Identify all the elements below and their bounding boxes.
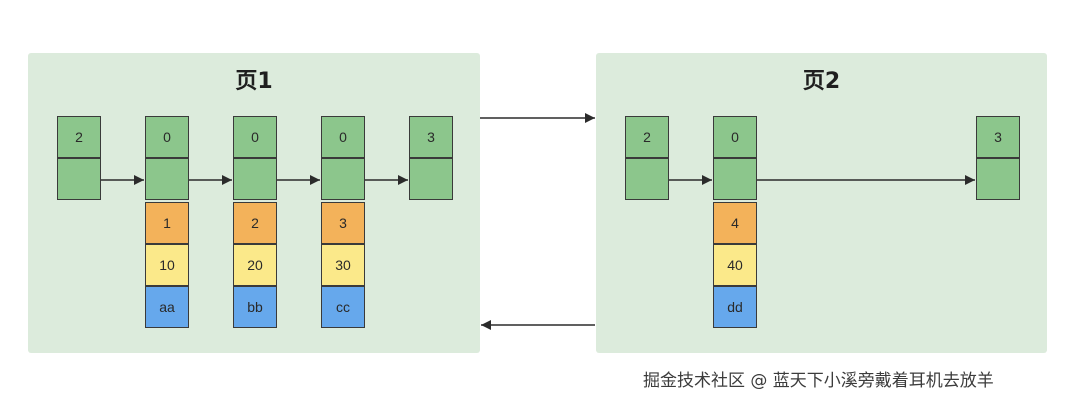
- record-header-cell: 0: [713, 116, 757, 158]
- page-2: 页2: [596, 53, 1047, 353]
- record-header-cell: 2: [625, 116, 669, 158]
- record-pointer-cell: [713, 158, 757, 200]
- watermark: 掘金技术社区 @ 蓝天下小溪旁戴着耳机去放羊: [643, 371, 994, 391]
- page-2-title: 页2: [802, 69, 841, 94]
- record-value-cell: 30: [321, 244, 365, 286]
- record-header-cell: 0: [233, 116, 277, 158]
- record-header-cell: 0: [321, 116, 365, 158]
- record-value-cell: 40: [713, 244, 757, 286]
- record-key-cell: 2: [233, 202, 277, 244]
- record-header-cell: 2: [57, 116, 101, 158]
- record-value-cell: 20: [233, 244, 277, 286]
- record-pointer-cell: [321, 158, 365, 200]
- record-key-cell: 4: [713, 202, 757, 244]
- record-value-cell: cc: [321, 286, 365, 328]
- record-header-cell: 0: [145, 116, 189, 158]
- record-pointer-cell: [233, 158, 277, 200]
- record-pointer-cell: [409, 158, 453, 200]
- record-value-cell: bb: [233, 286, 277, 328]
- record-pointer-cell: [625, 158, 669, 200]
- page-1-title: 页1: [235, 69, 273, 94]
- record-value-cell: dd: [713, 286, 757, 328]
- record-pointer-cell: [976, 158, 1020, 200]
- record-pointer-cell: [57, 158, 101, 200]
- record-value-cell: 10: [145, 244, 189, 286]
- record-pointer-cell: [145, 158, 189, 200]
- record-value-cell: aa: [145, 286, 189, 328]
- record-header-cell: 3: [976, 116, 1020, 158]
- record-header-cell: 3: [409, 116, 453, 158]
- record-key-cell: 3: [321, 202, 365, 244]
- record-key-cell: 1: [145, 202, 189, 244]
